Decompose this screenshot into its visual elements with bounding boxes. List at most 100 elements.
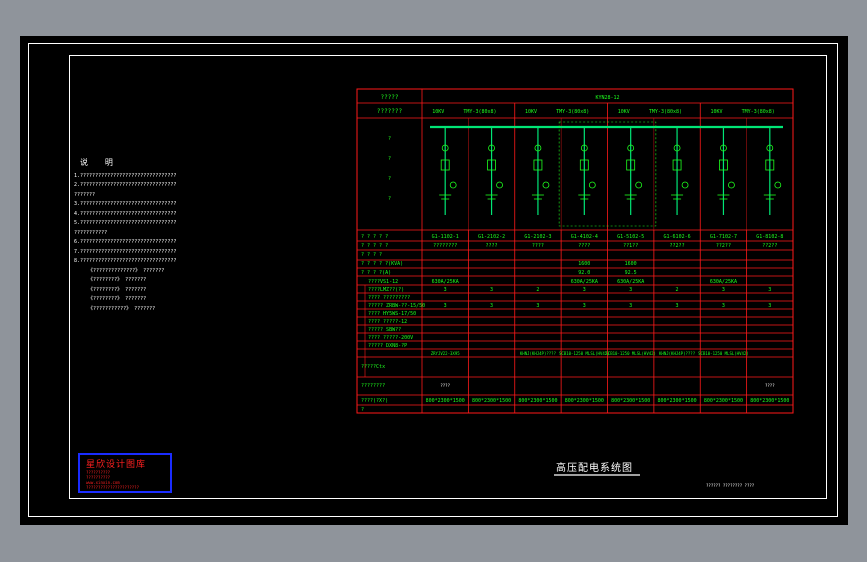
row-label: ????? ZRBW-??-15/50 xyxy=(368,303,425,309)
ct-count: 3 xyxy=(768,287,771,293)
ct-symbol xyxy=(774,181,782,189)
cable-count: 3 xyxy=(768,303,771,309)
ct-symbol xyxy=(635,181,643,189)
cable-count: 3 xyxy=(490,303,493,309)
row-label: ????LMZ??(?) xyxy=(368,287,404,293)
row-label: ? ? ? ?(A) xyxy=(361,270,391,276)
panel-size: 800*2300*1500 xyxy=(518,398,557,404)
breaker-symbol xyxy=(487,159,496,171)
cable-spec: ZRYJV22-3X95 xyxy=(431,351,460,356)
logo-line: ?????????? xyxy=(86,470,111,475)
row-label: ????(?X?) xyxy=(361,398,388,404)
note-line: ??????? xyxy=(74,191,96,198)
drawing-subtitle: ?????? ???????? ???? xyxy=(706,483,755,488)
panel-use: ???? xyxy=(578,243,590,249)
ct-symbol xyxy=(449,181,457,189)
ct-symbol xyxy=(496,181,503,189)
panel-size: 800*2300*1500 xyxy=(750,398,789,404)
reference-drawing: 《????????》 ??????? xyxy=(88,296,147,302)
reference-drawing: 《??????????????》 ??????? xyxy=(88,267,165,274)
panel-size: 800*2300*1500 xyxy=(565,398,604,404)
ct-symbol xyxy=(588,181,596,189)
disconnector-symbol xyxy=(627,144,635,152)
note-line: 1.???????????????????????????????? xyxy=(74,172,177,179)
logo-stamp: 星欣设计图库 ?????????? ?????????? www.xinxin.… xyxy=(78,453,172,493)
note-line: 7.???????????????????????????????? xyxy=(74,248,177,255)
breaker-symbol xyxy=(579,159,589,171)
cable-count: 3 xyxy=(536,303,539,309)
row-label: ???? ?????-12 xyxy=(368,319,407,325)
disconnector-symbol xyxy=(441,144,449,152)
ct-count: 3 xyxy=(722,287,725,293)
logo-line: ?????????? xyxy=(86,475,111,480)
ct-count: 2 xyxy=(536,287,539,293)
panel-id: G1-1102-1 xyxy=(432,234,459,240)
ct-count: 3 xyxy=(444,287,447,293)
row-label: ????? SBW?? xyxy=(368,327,401,333)
panel-size: 800*2300*1500 xyxy=(611,398,650,404)
panel-id: G1-2102-3 xyxy=(524,234,551,240)
busbar-label: ??????? xyxy=(377,108,403,115)
busbar-spec: TMY-3(80x8) xyxy=(463,109,496,115)
panel-size: 800*2300*1500 xyxy=(472,398,511,404)
note-line: ??????????? xyxy=(74,229,108,236)
row-label: ? xyxy=(388,196,391,202)
row-label: ? xyxy=(361,407,364,413)
ct-count: 2 xyxy=(676,287,679,293)
disconnector-symbol xyxy=(766,144,774,152)
voltage-label: 10KV xyxy=(432,109,444,115)
design-notes: 说 明 1.???????????????????????????????? 2… xyxy=(74,158,244,314)
inner-frame xyxy=(69,55,827,499)
busbar-spec: TMY-3(80x8) xyxy=(649,109,682,115)
panel-use: ???? xyxy=(486,243,498,249)
row-label: ????VS1-12 xyxy=(368,279,398,285)
transformer-kva: 1600 xyxy=(578,261,590,267)
voltage-label: 10KV xyxy=(618,109,630,115)
panel-use: ??2?? xyxy=(670,243,685,249)
cable-count: 3 xyxy=(676,303,679,309)
panel-size: 800*2300*1500 xyxy=(704,398,743,404)
breaker-rating: 630A/25KA xyxy=(432,279,459,285)
panel-note: ???? xyxy=(765,383,775,388)
cable-count: 3 xyxy=(583,303,586,309)
cable-spec: SCB10-1250 MLSL(HV42) xyxy=(605,351,656,356)
ct-symbol xyxy=(681,181,689,189)
disconnector-symbol xyxy=(673,144,681,152)
panel-use: ??2?? xyxy=(716,243,731,249)
logo-line: ?????????????????????? xyxy=(86,485,139,490)
breaker-symbol xyxy=(533,159,543,171)
row-label: ? xyxy=(388,176,391,182)
voltage-label: 10KV xyxy=(525,109,537,115)
rated-current: 92.5 xyxy=(625,270,637,276)
logo-line: www.xinxin.com xyxy=(86,480,120,485)
row-label: ???? ????????? xyxy=(368,295,410,301)
breaker-rating: 630A/25KA xyxy=(617,279,644,285)
row-label: ? ? ? ? xyxy=(361,252,382,258)
voltage-label: 10KV xyxy=(710,109,722,115)
breaker-symbol xyxy=(719,159,728,171)
outer-frame xyxy=(28,43,838,517)
row-label: ???????? xyxy=(361,383,385,389)
cable-spec: SCB10-1250 MLSL(HV42) xyxy=(698,351,749,356)
breaker-symbol xyxy=(765,159,775,171)
disconnector-symbol xyxy=(580,144,588,152)
cable-spec: KHNJ(KHJ4P)???? xyxy=(659,351,696,356)
disconnector-symbol xyxy=(488,144,495,152)
header-label: ????? xyxy=(380,94,398,101)
switchgear-model: KYN28-12 xyxy=(595,95,619,101)
note-line: 3.???????????????????????????????? xyxy=(74,201,177,207)
cable-spec: KHNJ(KHJ4P)???? xyxy=(520,351,557,356)
row-label: ? ? ? ? ?(KVA) xyxy=(361,261,403,267)
row-label: ? xyxy=(388,136,391,142)
note-line: 2.???????????????????????????????? xyxy=(74,182,177,188)
panel-size: 800*2300*1500 xyxy=(426,398,465,404)
breaker-symbol xyxy=(626,159,636,171)
panel-use: ??1?? xyxy=(623,243,638,249)
cable-count: 3 xyxy=(722,303,725,309)
panel-note: ???? xyxy=(440,383,450,388)
ct-count: 3 xyxy=(490,287,493,293)
panel-id: G1-6102-6 xyxy=(664,234,691,240)
logo-title: 星欣设计图库 xyxy=(86,460,147,470)
row-label: ? ? ? ? ? xyxy=(361,243,388,249)
